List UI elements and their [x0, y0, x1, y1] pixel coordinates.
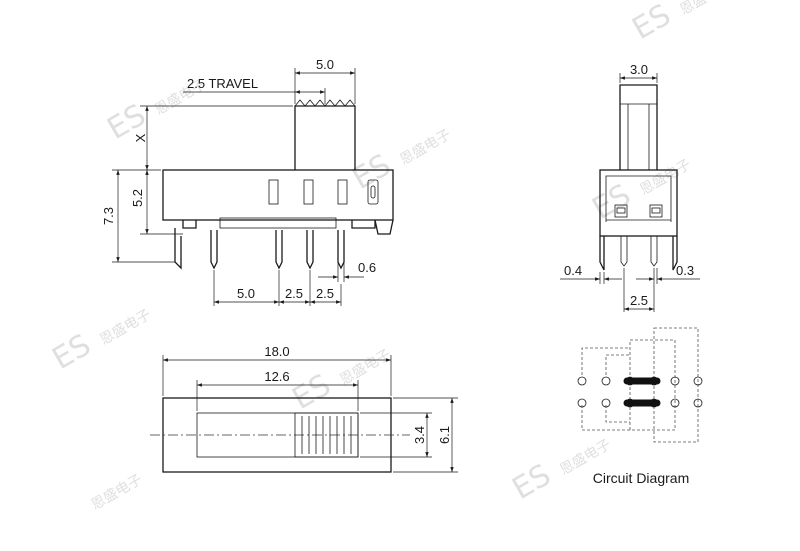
watermark-logo: ES — [507, 458, 557, 507]
watermark-brand: 恩盛电子 — [637, 157, 693, 199]
dim-label-slider-width: 5.0 — [316, 57, 334, 72]
dim-total-length: 18.0 — [162, 344, 392, 396]
circuit-caption: Circuit Diagram — [593, 470, 689, 486]
dim-lead-left: 0.4 — [560, 263, 622, 284]
end-view: 3.0 0.4 0.3 2.5 — [560, 62, 700, 312]
slider-actuator — [294, 99, 356, 170]
dim-label-pitch-2: 2.5 — [316, 286, 334, 301]
top-view: 18.0 12.6 3.4 6.1 — [150, 344, 458, 473]
terminal-pins — [174, 228, 345, 270]
watermark-logo: ES — [287, 368, 337, 417]
watermark-brand: 恩盛电子 — [677, 0, 733, 18]
dim-end-pitch: 2.5 — [623, 268, 654, 312]
top-slider-knob — [294, 412, 359, 458]
dim-label-pitch-outer: 5.0 — [237, 286, 255, 301]
dim-label-slot-length: 12.6 — [264, 369, 289, 384]
circuit-dashed-links — [581, 327, 699, 443]
dim-label-lead-right: 0.3 — [676, 263, 694, 278]
watermark-logo: ES — [587, 178, 637, 227]
watermark-brand: 恩盛电子 — [97, 307, 153, 349]
watermark-brand: 恩盛电子 — [397, 127, 453, 169]
dim-pin-pitch: 5.0 2.5 2.5 — [213, 270, 342, 306]
dim-slot-width: 3.4 — [360, 412, 432, 458]
dim-label-total-height: 7.3 — [101, 207, 116, 225]
dim-total-height: 7.3 — [101, 170, 175, 263]
dim-body-height: 5.2 — [112, 169, 183, 235]
dim-label-x: X — [133, 133, 148, 142]
dim-slot-length: 12.6 — [196, 369, 359, 411]
end-actuator — [619, 84, 658, 170]
dim-label-total-length: 18.0 — [264, 344, 289, 359]
circuit-diagram: Circuit Diagram — [577, 327, 703, 486]
watermark-logo: ES — [347, 148, 397, 197]
switch-body — [162, 169, 394, 235]
watermark-brand: 恩盛电子 — [337, 347, 393, 389]
circuit-bridges — [623, 377, 661, 407]
dim-slider-width: 5.0 — [294, 57, 356, 104]
watermark-logo: ES — [627, 0, 677, 47]
end-body — [599, 169, 678, 237]
dim-actuator-height: X — [133, 105, 293, 170]
dim-travel: 2.5 TRAVEL — [183, 76, 326, 104]
dim-label-travel: 2.5 TRAVEL — [187, 76, 258, 91]
end-leads — [599, 236, 678, 271]
watermark-brand: 恩盛电子 — [89, 472, 145, 514]
dim-label-actuator-width: 3.0 — [630, 62, 648, 77]
dim-label-lead-left: 0.4 — [564, 263, 582, 278]
dim-label-slot-width: 3.4 — [412, 426, 427, 444]
watermark-logo: ES — [47, 328, 97, 377]
dim-actuator-width: 3.0 — [619, 62, 658, 83]
dim-label-pin-width: 0.6 — [358, 260, 376, 275]
dim-label-end-pitch: 2.5 — [630, 293, 648, 308]
side-view: 5.0 2.5 TRAVEL X 5.2 7.3 — [101, 57, 394, 306]
dim-label-body-width: 6.1 — [437, 426, 452, 444]
dim-lead-right: 0.3 — [636, 263, 700, 312]
dim-label-body-height: 5.2 — [130, 189, 145, 207]
dim-body-width: 6.1 — [393, 397, 458, 473]
dim-label-pitch-1: 2.5 — [285, 286, 303, 301]
dim-pin-width: 0.6 — [318, 260, 376, 282]
